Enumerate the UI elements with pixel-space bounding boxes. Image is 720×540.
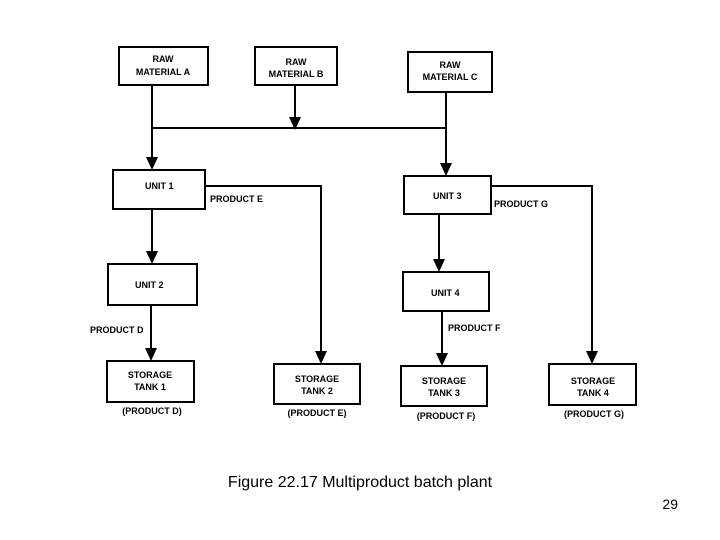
storage-tank-4-label-2: TANK 4 — [577, 388, 609, 398]
unit-3-box — [403, 175, 492, 215]
raw-material-b-label-1: RAW — [286, 57, 308, 67]
arrowhead-unit3 — [440, 163, 452, 176]
storage-tank-1-box — [106, 360, 195, 403]
storage-tank-3-label-2: TANK 3 — [428, 388, 460, 398]
unit-1-label: UNIT 1 — [145, 181, 174, 191]
storage-tank-2-label-1: STORAGE — [295, 374, 339, 384]
raw-material-a-label-2: MATERIAL A — [136, 67, 191, 77]
raw-material-a-box — [118, 46, 209, 86]
tank-2-product-label: (PRODUCT E) — [288, 408, 347, 418]
line-unit1-to-tank2 — [205, 185, 322, 352]
storage-tank-2-box — [273, 363, 361, 405]
page-number: 29 — [662, 496, 678, 512]
arrowhead-unit1 — [146, 157, 158, 170]
product-d-stream-label: PRODUCT D — [90, 325, 144, 335]
raw-material-c-box — [407, 51, 493, 93]
arrowhead-tank4 — [586, 351, 598, 364]
arrowhead-raw-b — [289, 117, 301, 130]
unit-2-box — [107, 263, 198, 306]
arrowhead-unit2 — [146, 251, 158, 264]
raw-material-c-label-1: RAW — [440, 60, 462, 70]
unit-4-box — [402, 271, 490, 312]
figure-caption: Figure 22.17 Multiproduct batch plant — [227, 474, 493, 491]
arrowhead-unit4 — [433, 259, 445, 272]
product-g-stream-label: PRODUCT G — [494, 199, 548, 209]
unit-3-label: UNIT 3 — [433, 191, 462, 201]
line-unit3-to-tank4 — [491, 185, 593, 352]
storage-tank-1-label-2: TANK 1 — [134, 382, 166, 392]
raw-material-b-label-2: MATERIAL B — [269, 69, 324, 79]
raw-material-a-label-1: RAW — [153, 54, 175, 64]
arrowhead-tank3 — [436, 353, 448, 366]
storage-tank-4-box — [548, 363, 637, 406]
product-e-stream-label: PRODUCT E — [210, 194, 263, 204]
arrowhead-tank1 — [145, 348, 157, 361]
storage-tank-3-label-1: STORAGE — [422, 376, 466, 386]
tank-1-product-label: (PRODUCT D) — [122, 406, 182, 416]
product-f-stream-label: PRODUCT F — [448, 323, 501, 333]
tank-3-product-label: (PRODUCT F) — [417, 411, 476, 421]
storage-tank-3-box — [400, 365, 488, 407]
raw-material-c-label-2: MATERIAL C — [423, 72, 478, 82]
storage-tank-2-label-2: TANK 2 — [301, 386, 333, 396]
unit-2-label: UNIT 2 — [135, 280, 164, 290]
tank-4-product-label: (PRODUCT G) — [564, 409, 624, 419]
unit-1-box — [112, 169, 206, 210]
unit-4-label: UNIT 4 — [431, 288, 460, 298]
storage-tank-4-label-1: STORAGE — [571, 376, 615, 386]
storage-tank-1-label-1: STORAGE — [128, 370, 172, 380]
arrowhead-tank2 — [315, 351, 327, 364]
